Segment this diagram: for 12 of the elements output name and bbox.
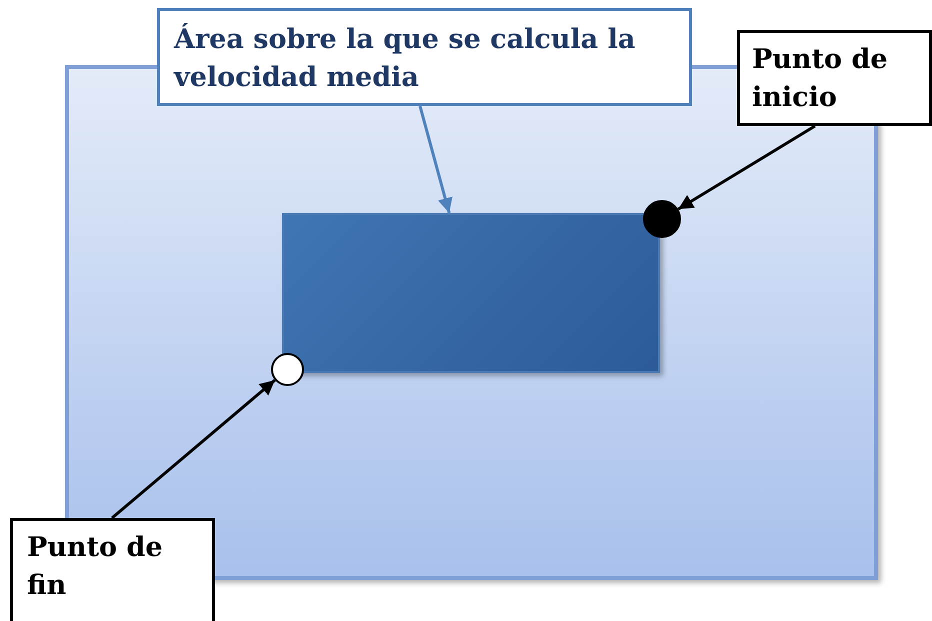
callout-text: Punto de inicio <box>752 43 889 115</box>
inner-rectangle <box>282 213 660 373</box>
arrow <box>111 379 276 520</box>
callout-box <box>737 30 932 126</box>
callout-box <box>10 518 215 621</box>
arrow <box>677 124 816 210</box>
arrow <box>418 106 452 214</box>
callout-text: Punto de fin <box>27 531 164 603</box>
callout-box <box>157 8 692 106</box>
callout-text: Área sobre la que se calcula la velocidad media <box>174 22 636 95</box>
end-point-circle <box>271 353 304 386</box>
start-point-circle <box>643 200 681 238</box>
